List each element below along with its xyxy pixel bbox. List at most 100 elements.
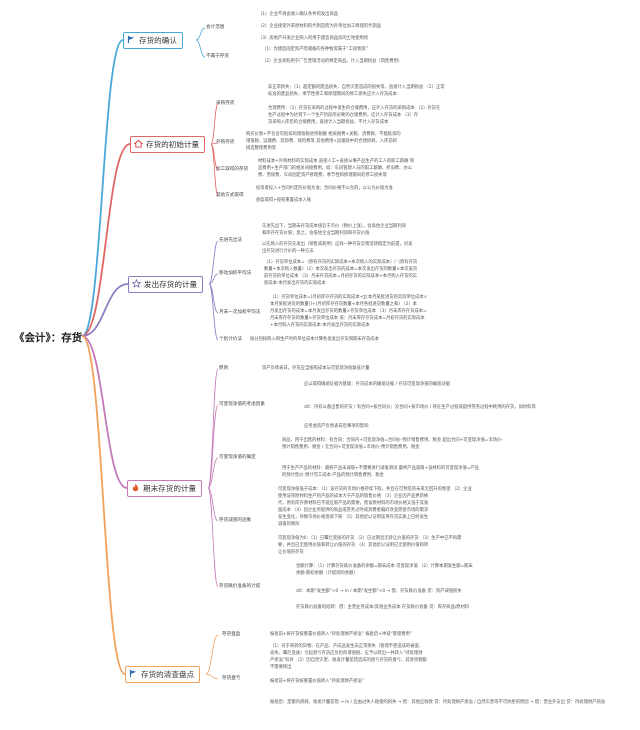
- branch-recognition[interactable]: 存货的确认: [123, 32, 183, 49]
- leaf: dX：本期“发生额”>0 → m / 本期“发生额”<0 → 借：存货跌价准备 …: [296, 589, 462, 594]
- leaf: 产损溢”科目 （2）因自然灾害、收发计量差错造成的盘亏存货的盘亏，其进项税额: [270, 658, 427, 663]
- leaf: 应以取得确凿证据为基础：存货成本的确凿证据 / 存货可变现净值的确凿证据: [304, 382, 450, 387]
- leaf: 用于生产产品的材料：最终产品未减值+不需要进行减值测试 最终产品减值+该材料的可…: [282, 466, 479, 471]
- sub-inventory-surplus: 存货盘盈: [222, 632, 241, 637]
- leaf: 报批前+将存货按重置价值转入“待处理财产损溢”: [270, 679, 364, 684]
- leaf: （1）企业不再会收入确认条件的发出商品: [258, 12, 339, 17]
- leaf: 以先购入的存货先发出（销售或耗用）这样一种存货实物流转假定为前提，对发: [262, 242, 413, 247]
- leaf: +本月购入存货的实际成本-本月发出存货的实际成本: [270, 323, 370, 328]
- leaf: 发生变化，导致市场价格逐渐下跌 （5）其他足以证明该项存货实质上已经发生: [278, 515, 429, 520]
- leaf: 预计销售费用、税金 / 无合同+可变现净值=市场价-预计销售费用、税金: [282, 445, 420, 450]
- connector-line: [210, 143, 219, 197]
- connector-line: [205, 634, 219, 675]
- leaf: （1）对于将转的货物、在产品、产成品发生非正常损失（管理不善造成的被盗、: [270, 644, 424, 649]
- connector-line: [81, 283, 129, 337]
- leaf: 让价值的存货: [278, 550, 304, 555]
- leaf: 商品、用于出售的材料：有合同：合同内+可变现净值=合同价-预计销售费用、税金 超…: [282, 438, 503, 443]
- connector-line: [207, 368, 219, 489]
- leaf: 代，原有库存原材料已不适应新产品的需要，而该原材料的市场价格又低于其账: [278, 501, 429, 506]
- leaf: 存货跌价准备的结转：借：主营业务成本/其他业务成本 存货跌价准备 贷：库存商品/…: [296, 605, 470, 610]
- leaf: 数量+本次购入数量）（2）本次发出存货的成本=本次发出存货的数量×本次发货: [264, 267, 418, 272]
- flag-icon: [127, 35, 135, 44]
- leaf: 购买价款+不包含可抵扣的增值税进项税额 相关税费+关税、消费税、不能抵扣的: [246, 132, 401, 137]
- sub-processed-inventory: 加工取得的存货: [216, 167, 249, 172]
- connector-line: [205, 673, 219, 680]
- leaf: 出存货进行计价的一种方法: [262, 249, 314, 254]
- leaf: （1）存货单位成本=[月初库存存货的实际成本+∑(本月某批进货的实际单位成本×: [270, 295, 428, 300]
- leaf: 标准的废品损失、季节性停工和修理期间的停工损失应计入存货成本: [268, 92, 397, 97]
- connector-line: [81, 143, 131, 337]
- leaf: 使用该项原材料生产的产品的成本大于产品的销售价格 （3）企业因产品更新换: [278, 494, 429, 499]
- flag-icon: [129, 669, 137, 678]
- leaf: 可变现净值为0：（1）已霉烂变质的存货 （2）已过期且无转让价值的存货 （3）生…: [278, 536, 462, 541]
- leaf: 货采购入库后的仓储费用，直接计入当期损益，不计入存货成本: [268, 120, 389, 125]
- leaf: 资产负债表日，存货应当按照成本与可变现净值孰低计量: [262, 366, 370, 371]
- leaf: 盘盈取得+按照重置成本入账: [256, 198, 312, 203]
- branch-initial-measurement[interactable]: 存货的初始计量: [130, 136, 206, 153]
- connector-line: [208, 273, 219, 285]
- connector-line: [195, 27, 206, 41]
- leaf: （2）企业采购用于广告营销活动的特定商品，计入当期损益（销售费用）: [262, 59, 403, 64]
- sub-not-inventory: 不属于存货: [206, 54, 229, 59]
- sub-inventory-shortage: 存货盘亏: [222, 676, 241, 681]
- leaf: 减值的情形: [278, 522, 300, 527]
- sub-impairment-indicators: 存货减值的迹象: [219, 518, 252, 523]
- sub-principle: 原则: [219, 366, 229, 371]
- root-topic: 《会计》：存货: [14, 332, 83, 344]
- sub-provision-accrual: 存货跌价准备的计提: [219, 584, 261, 589]
- connector-line: [210, 142, 219, 145]
- connector-line: [208, 283, 219, 341]
- leaf: 投资者投入+合同约定的价值为准；合同价格不公允的，以公允价值为准: [256, 186, 393, 191]
- leaf: 按分别按购入和生产时的单位成本计算各批发出存货和期末存货成本: [250, 337, 379, 342]
- leaf: 丢失、霉烂变质）引起盘亏存货应负担的增值税，应予以转出一并转入“待处理财: [270, 651, 423, 656]
- connector-line: [210, 103, 219, 145]
- flame-icon: [132, 483, 139, 492]
- sub-moving-weighted-average: 移动加权平均法: [219, 271, 252, 276]
- sub-monthly-weighted-average: 月末一次加权平均法: [219, 310, 261, 315]
- leaf: dX：持有以备出售的存货 / 有合同+按合同价；没合同+按市场价 / 将在生产过…: [304, 405, 536, 410]
- sub-nrv-determination: 可变现净值的确定: [219, 455, 256, 460]
- leaf: 增值税、运输费、装卸费、保险费等 其他费用+运输途中的合理损耗、入库前的: [246, 139, 398, 144]
- leaf: 报批后：定额内损耗、收发计量差错 → m / 应由过失人赔偿的损失 → 借：其他…: [270, 700, 606, 705]
- leaf: 先进先出下，当期末存货成本接近于市价（物价上涨），会高估企业当期利润: [262, 224, 406, 229]
- branch-issued-measurement[interactable]: 发出存货的计量: [128, 276, 204, 293]
- sub-fifo: 先进先出法: [219, 238, 242, 243]
- star-icon: [132, 279, 141, 288]
- leaf: 造费用+生产部门的相关间接费用，如：车间管理人员的职工薪酬、折旧费、办公: [258, 166, 412, 171]
- leaf: 挑选整理费用等: [246, 146, 277, 151]
- leaf: 余额-期初余额（计提则的余额）: [296, 571, 358, 576]
- leaf: 不需要转出: [270, 665, 292, 670]
- leaf: 材料成本+外购材料的实际成本 直接人工+直接从事产品生产的工人的职工薪酬 制: [258, 159, 415, 164]
- leaf: 可变现净值低于成本：（1）该存货的市场价格持续下跌，并且在可预见的未来无回升的希…: [278, 487, 472, 492]
- connector-line: [207, 457, 219, 489]
- sub-outsourced-inventory: 外购存货: [216, 140, 235, 145]
- leaf: 金额计算：（1）计算存货跌价准备的余额=期末成本-可变现净值 （2）计算本期发生…: [296, 564, 473, 569]
- leaf: 的预计售价-预计完工成本-产品的预计销售费用、税金: [282, 473, 384, 478]
- connector-line: [208, 240, 219, 285]
- leaf: 费、劳保费、车间固定资产修理费、季节性和修理期间的停工损失等: [258, 173, 387, 178]
- connector-line: [207, 487, 219, 588]
- branch-period-end-measurement[interactable]: 期末存货的计量: [127, 480, 203, 497]
- leaf: 前存货的单位成本 （3）月末存货成本=月初存货的实际成本+本月购入存货的实: [264, 274, 418, 279]
- sub-other-acquisition: 其他方式取得: [216, 193, 244, 198]
- leaf: 和库存存货价值；反之，会低估企业当期利润和存货价值: [262, 231, 370, 236]
- connector-line: [195, 39, 206, 58]
- leaf: 非正常损失：（1）超定额的废品损失、自然灾害造成的损失等，直接计入当期损益 （2…: [268, 85, 445, 90]
- branch-inventory-count[interactable]: 存货的清查盘点: [125, 666, 201, 683]
- leaf: 生产过程中为达到下一个生产阶段所必要的仓储费用，应计入存货成本 （3）存: [268, 113, 419, 118]
- leaf: 月末库存存货的数量×存货单位成本 或：月末库存存货成本=月初存货的实际成本: [270, 316, 425, 321]
- leaf: 报批前+将存货按重置价值转入“待处理财产损溢” 报批后+冲减“管理费用”: [270, 632, 413, 637]
- leaf: 应考虑资产负债表日后事项的影响: [304, 424, 369, 429]
- connector-line: [81, 335, 126, 675]
- leaf: （1）为建造固定资产而储备的各种物资属于“工程物资”: [262, 47, 369, 52]
- leaf: 本月某批进货的数量)]÷(月初库存存货数量+本月各批进货数量之和) （2）本: [270, 302, 417, 307]
- sub-accounting-scope: 会计范围: [206, 25, 225, 30]
- connector-line: [207, 404, 219, 489]
- leaf: 合理费用：（1）存货在采购的过程中发生的仓储费用，应计入存货的采购成本 （2）存…: [268, 106, 441, 111]
- leaf: 际成本-本月发出存货的实际成本: [264, 281, 326, 286]
- sub-purchased-inventory: 采购存货: [216, 101, 235, 106]
- sub-specific-identification: 个别计价法: [219, 337, 242, 342]
- leaf: 要，并且已无使用价值和转让价值的存货 （4）其他足以证明已无使用价值和转: [278, 543, 429, 548]
- connector-line: [81, 335, 128, 489]
